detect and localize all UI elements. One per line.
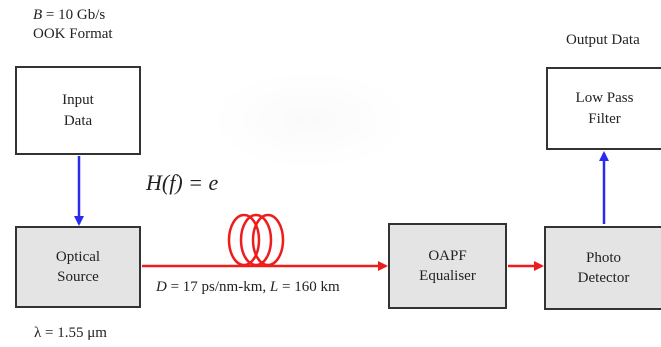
- optical-source-line1: Optical: [55, 248, 101, 265]
- photo-detector-block: Photo Detector: [544, 226, 661, 310]
- transfer-function-label: H(f) = e: [146, 170, 219, 195]
- optical-source-block: Optical Source: [15, 226, 141, 308]
- photo-detector-line1: Photo: [585, 249, 621, 266]
- wavelength-label: λ = 1.55 μm: [34, 325, 107, 341]
- photo-detector-line2: Detector: [577, 270, 630, 286]
- input-data-line1: Input: [62, 92, 94, 109]
- oapf-equaliser-line2: Equaliser: [419, 268, 476, 284]
- output-data-label: Output Data: [566, 32, 640, 48]
- low-pass-filter-line2: Filter: [588, 110, 621, 127]
- oapf-equaliser-block: OAPF Equaliser: [388, 223, 507, 309]
- format-label: OOK Format: [33, 26, 113, 42]
- bitrate-label: B = 10 Gb/s: [33, 7, 106, 23]
- input-data-line2: Data: [63, 112, 93, 129]
- optical-source-line2: Source: [57, 269, 99, 285]
- low-pass-filter-block: Low Pass Filter: [546, 67, 661, 150]
- oapf-equaliser-line1: OAPF: [428, 247, 467, 264]
- fiber-coil-icon: [227, 213, 285, 267]
- fiber-parameters-label: D = 17 ps/nm-km, L = 160 km: [156, 279, 340, 295]
- input-data-block: Input Data: [15, 66, 141, 155]
- background-glow: [210, 70, 410, 170]
- low-pass-filter-line1: Low Pass: [575, 90, 634, 107]
